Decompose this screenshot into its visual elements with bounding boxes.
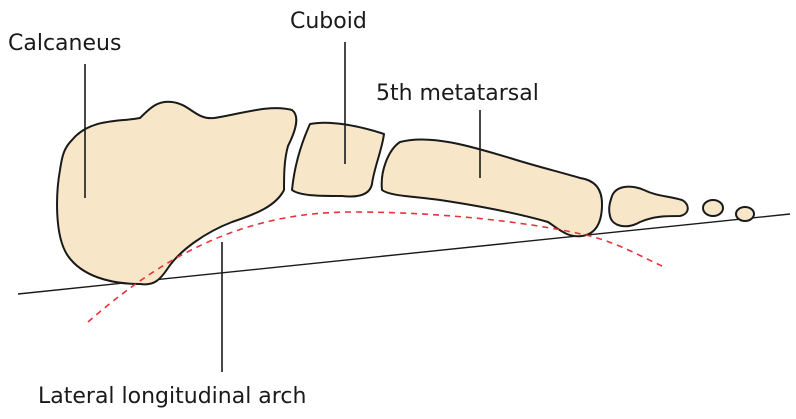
fifth-metatarsal-label: 5th metatarsal <box>376 81 539 106</box>
cuboid-bone <box>292 123 384 197</box>
fifth-metatarsal-bone <box>382 139 602 236</box>
distal-phalanx-bone <box>736 207 754 221</box>
lateral-arch-label: Lateral longitudinal arch <box>38 384 306 409</box>
proximal-phalanx-bone <box>609 187 688 227</box>
calcaneus-label: Calcaneus <box>8 31 121 56</box>
middle-phalanx-bone <box>703 200 723 216</box>
cuboid-label: Cuboid <box>290 9 367 34</box>
